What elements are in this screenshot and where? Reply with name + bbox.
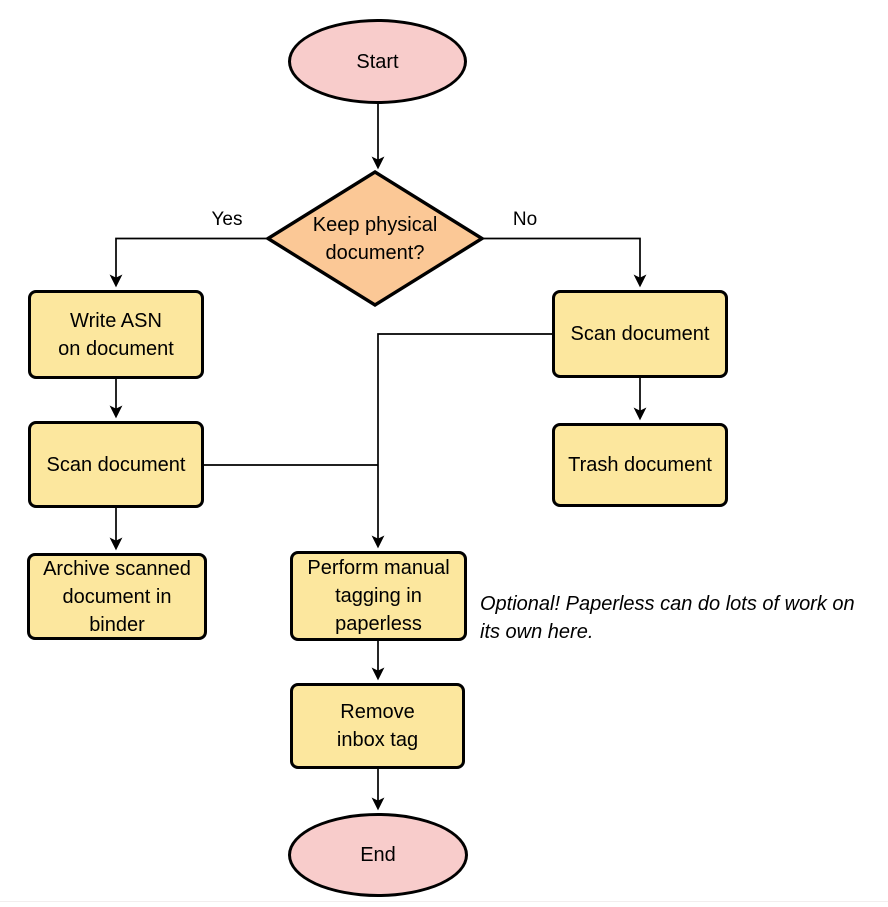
node-write-asn-on-document: Write ASN on document — [28, 290, 204, 379]
node-decision-keep-physical-document: Keep physical document? — [312, 213, 438, 264]
node-perform-manual-tagging: Perform manual tagging in paperless — [290, 551, 467, 641]
node-archive-scanned-document: Archive scanned document in binder — [27, 553, 207, 640]
edge-label-no: No — [512, 209, 538, 230]
edge-label-yes: Yes — [211, 209, 243, 230]
decision-diamond-shape — [264, 169, 486, 308]
edge-decision-yes — [109, 237, 268, 288]
optional-note: Optional! Paperless can do lots of work … — [480, 593, 855, 643]
node-remove-inbox-tag: Remove inbox tag — [290, 683, 465, 769]
node-scan-document-left: Scan document — [28, 421, 204, 508]
edge-scanright-tagging — [371, 333, 552, 549]
edge-decision-no — [482, 237, 647, 288]
node-start: Start — [288, 19, 467, 104]
bottom-divider — [0, 901, 888, 902]
node-end: End — [288, 813, 468, 897]
node-trash-document: Trash document — [552, 423, 728, 507]
node-scan-document-right: Scan document — [552, 290, 728, 378]
